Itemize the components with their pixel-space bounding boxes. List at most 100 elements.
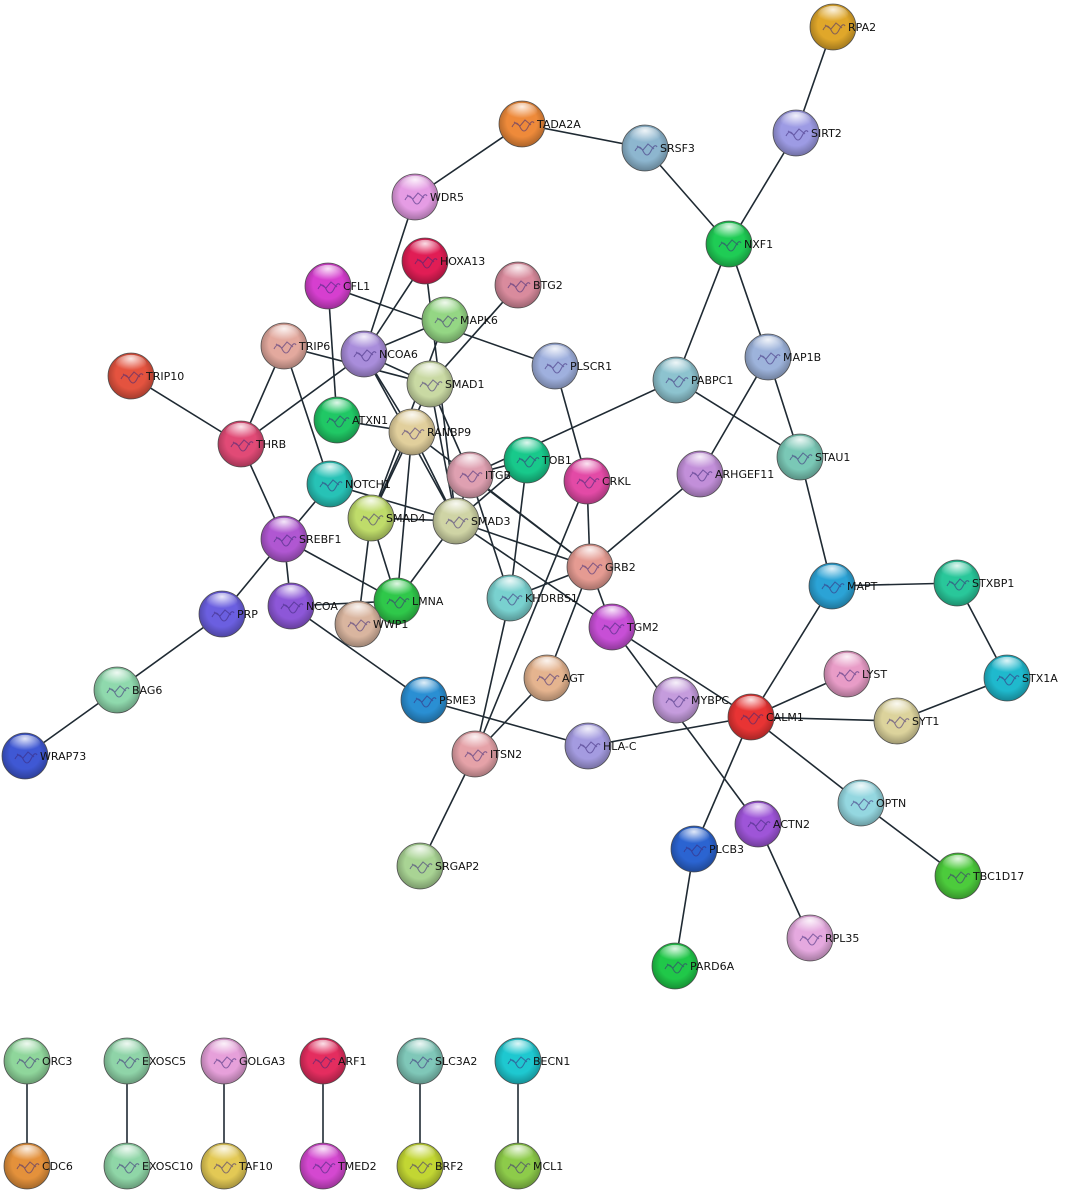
node-smad1[interactable]: SMAD1	[406, 360, 484, 408]
node-bag6[interactable]: BAG6	[93, 666, 162, 714]
node-prp[interactable]: PRP	[198, 590, 258, 638]
node-hoxa13[interactable]: HOXA13	[401, 237, 485, 285]
node-thrb[interactable]: THRB	[217, 420, 286, 468]
node-hla-c[interactable]: HLA-C	[564, 722, 637, 770]
node-mapk6[interactable]: MAPK6	[421, 296, 498, 344]
node-agt[interactable]: AGT	[523, 654, 584, 702]
node-label: PSME3	[439, 694, 476, 707]
protein-structure-icon	[822, 22, 846, 35]
node-ncoa6[interactable]: NCOA6	[340, 330, 418, 378]
node-wdr5[interactable]: WDR5	[391, 173, 464, 221]
node-plscr1[interactable]: PLSCR1	[531, 342, 612, 390]
node-golga3[interactable]: GOLGA3	[200, 1037, 285, 1085]
node-wrap73[interactable]: WRAP73	[1, 732, 86, 780]
node-srgap2[interactable]: SRGAP2	[396, 842, 479, 890]
node-exosc10[interactable]: EXOSC10	[103, 1142, 193, 1190]
protein-structure-icon	[747, 819, 771, 832]
node-srebf1[interactable]: SREBF1	[260, 515, 341, 563]
node-actn2[interactable]: ACTN2	[734, 800, 810, 848]
node-cdc6[interactable]: CDC6	[3, 1142, 73, 1190]
node-grb2[interactable]: GRB2	[566, 543, 636, 591]
node-stau1[interactable]: STAU1	[776, 433, 850, 481]
node-srsf3[interactable]: SRSF3	[621, 124, 695, 172]
node-smad3[interactable]: SMAD3	[432, 497, 510, 545]
node-brf2[interactable]: BRF2	[396, 1142, 464, 1190]
node-rpl35[interactable]: RPL35	[786, 914, 859, 962]
node-highlight	[101, 668, 133, 689]
node-tbc1d17[interactable]: TBC1D17	[934, 852, 1024, 900]
node-highlight	[348, 332, 380, 353]
node-calm1[interactable]: CALM1	[727, 693, 804, 741]
node-itgb[interactable]: ITGB	[446, 451, 511, 499]
protein-structure-icon	[419, 379, 443, 392]
node-wwp1[interactable]: WWP1	[334, 600, 408, 648]
node-exosc5[interactable]: EXOSC5	[103, 1037, 186, 1085]
node-slc3a2[interactable]: SLC3A2	[396, 1037, 477, 1085]
node-arf1[interactable]: ARF1	[299, 1037, 367, 1085]
node-nxf1[interactable]: NXF1	[705, 220, 773, 268]
protein-structure-icon	[16, 1161, 40, 1174]
node-label: TOB1	[541, 454, 572, 467]
node-rpa2[interactable]: RPA2	[809, 3, 876, 51]
protein-structure-icon	[665, 695, 689, 708]
node-label: GOLGA3	[239, 1055, 285, 1068]
node-plcb3[interactable]: PLCB3	[670, 825, 744, 873]
node-arhgef11[interactable]: ARHGEF11	[676, 450, 774, 498]
node-label: SIRT2	[811, 127, 842, 140]
protein-structure-icon	[499, 593, 523, 606]
node-sirt2[interactable]: SIRT2	[772, 109, 842, 157]
edge-itgb-grb2	[469, 474, 591, 568]
node-khdrbs1[interactable]: KHDRBS1	[486, 574, 578, 622]
node-map1b[interactable]: MAP1B	[744, 333, 821, 381]
node-label: WDR5	[430, 191, 464, 204]
protein-structure-icon	[409, 861, 433, 874]
node-label: MAP1B	[783, 351, 821, 364]
node-becn1[interactable]: BECN1	[494, 1037, 570, 1085]
node-pard6a[interactable]: PARD6A	[651, 942, 735, 990]
node-lmna[interactable]: LMNA	[373, 577, 444, 625]
node-label: CFL1	[343, 280, 370, 293]
node-label: ATXN1	[352, 414, 388, 427]
node-highlight	[11, 1144, 43, 1165]
node-psme3[interactable]: PSME3	[400, 676, 476, 724]
node-optn[interactable]: OPTN	[837, 779, 906, 827]
node-itsn2[interactable]: ITSN2	[451, 730, 522, 778]
node-tgm2[interactable]: TGM2	[588, 603, 659, 651]
node-tmed2[interactable]: TMED2	[299, 1142, 377, 1190]
node-orc3[interactable]: ORC3	[3, 1037, 72, 1085]
node-crkl[interactable]: CRKL	[563, 457, 632, 505]
protein-structure-icon	[273, 534, 297, 547]
node-stxbp1[interactable]: STXBP1	[933, 559, 1014, 607]
node-tada2a[interactable]: TADA2A	[498, 100, 581, 148]
node-notch1[interactable]: NOTCH1	[306, 460, 391, 508]
node-taf10[interactable]: TAF10	[200, 1142, 273, 1190]
node-mcl1[interactable]: MCL1	[494, 1142, 563, 1190]
node-syt1[interactable]: SYT1	[873, 697, 939, 745]
node-ncoa[interactable]: NCOA	[267, 582, 338, 630]
protein-structure-icon	[16, 1056, 40, 1069]
node-ranbp9[interactable]: RANBP9	[388, 408, 471, 456]
node-highlight	[506, 102, 538, 123]
node-highlight	[678, 827, 710, 848]
node-stx1a[interactable]: STX1A	[983, 654, 1058, 702]
edge-pabpc1-itgb	[469, 379, 677, 476]
node-cfl1[interactable]: CFL1	[304, 262, 370, 310]
protein-structure-icon	[516, 455, 540, 468]
node-lyst[interactable]: LYST	[823, 650, 887, 698]
node-trip10[interactable]: TRIP10	[107, 352, 184, 400]
node-atxn1[interactable]: ATXN1	[313, 396, 388, 444]
node-highlight	[794, 916, 826, 937]
node-label: EXOSC10	[142, 1160, 193, 1173]
node-mybpc[interactable]: MYBPC	[652, 676, 729, 724]
protein-structure-icon	[634, 143, 658, 156]
node-pabpc1[interactable]: PABPC1	[652, 356, 733, 404]
node-trip6[interactable]: TRIP6	[260, 322, 330, 370]
node-label: PARD6A	[690, 960, 735, 973]
node-label: SMAD4	[386, 512, 425, 525]
node-tob1[interactable]: TOB1	[503, 436, 572, 484]
protein-structure-icon	[850, 798, 874, 811]
node-mapt[interactable]: MAPT	[808, 562, 878, 610]
node-smad4[interactable]: SMAD4	[347, 494, 425, 542]
node-label: SREBF1	[299, 533, 341, 546]
node-btg2[interactable]: BTG2	[494, 261, 563, 309]
